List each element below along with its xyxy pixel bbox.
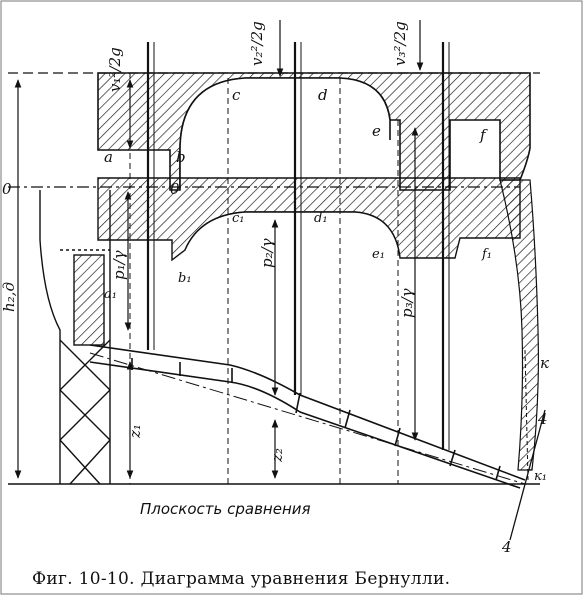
label-p2: p₂/γ: [258, 238, 276, 268]
sloping-pipe: [89, 344, 526, 489]
label-c1: c₁: [232, 211, 245, 226]
outlet-line-k-k1: [524, 349, 529, 481]
right-wall-hatch: [499, 179, 539, 471]
label-c: c: [232, 86, 241, 104]
label-d: d: [318, 86, 328, 104]
label-b: b: [176, 148, 186, 166]
label-o-right: 0: [170, 180, 180, 198]
label-z1: z₁: [126, 424, 144, 439]
label-v2: v₂²/2g: [248, 21, 266, 66]
label-k1: к₁: [534, 469, 547, 484]
left-tower: [39, 190, 111, 485]
label-four-bottom: 4: [501, 538, 512, 556]
label-f1: f₁: [481, 247, 492, 262]
label-a1: a₁: [104, 287, 117, 302]
label-e1: e₁: [372, 247, 385, 262]
head-arrows: [124, 20, 424, 479]
label-k: к: [540, 354, 549, 372]
label-f: f: [479, 126, 488, 144]
comparison-plane-label: Плоскость сравнения: [140, 500, 311, 518]
figure-caption: Фиг. 10-10. Диаграмма уравнения Бернулли…: [32, 569, 450, 589]
label-d1: d₁: [314, 211, 328, 226]
label-e: e: [372, 122, 381, 140]
label-b1: b₁: [178, 271, 192, 286]
piezometer-tubes: [146, 42, 450, 450]
label-p3: p₃/γ: [398, 288, 416, 318]
label-v1: v₁²/2g: [106, 47, 124, 92]
label-four-top: 4: [537, 410, 548, 428]
label-z2: z₂: [268, 448, 286, 463]
label-o-left: 0: [2, 180, 12, 198]
label-v3: v₃²/2g: [391, 21, 409, 66]
upper-energy-band: [97, 72, 531, 191]
label-h: h₂,д: [0, 282, 18, 312]
label-p1: p₁/γ: [110, 250, 128, 280]
label-a: a: [104, 148, 113, 166]
middle-pressure-band: [97, 177, 521, 262]
outlet-line-4-4: [509, 409, 546, 541]
